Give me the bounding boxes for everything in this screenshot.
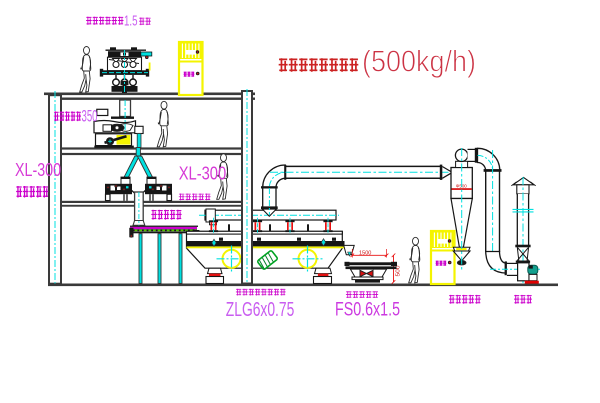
svg-text:XL-300: XL-300 (15, 159, 61, 180)
svg-text:(500kg/h): (500kg/h) (362, 43, 476, 78)
svg-text:1.5: 1.5 (124, 13, 138, 30)
svg-text:XL-300: XL-300 (179, 162, 227, 183)
svg-text:ZLG6x0.75: ZLG6x0.75 (226, 299, 294, 321)
svg-text:1500: 1500 (359, 251, 372, 257)
svg-text:500: 500 (396, 266, 402, 277)
svg-text:350: 350 (82, 107, 98, 125)
svg-text:FS0.6x1.5: FS0.6x1.5 (335, 298, 400, 320)
